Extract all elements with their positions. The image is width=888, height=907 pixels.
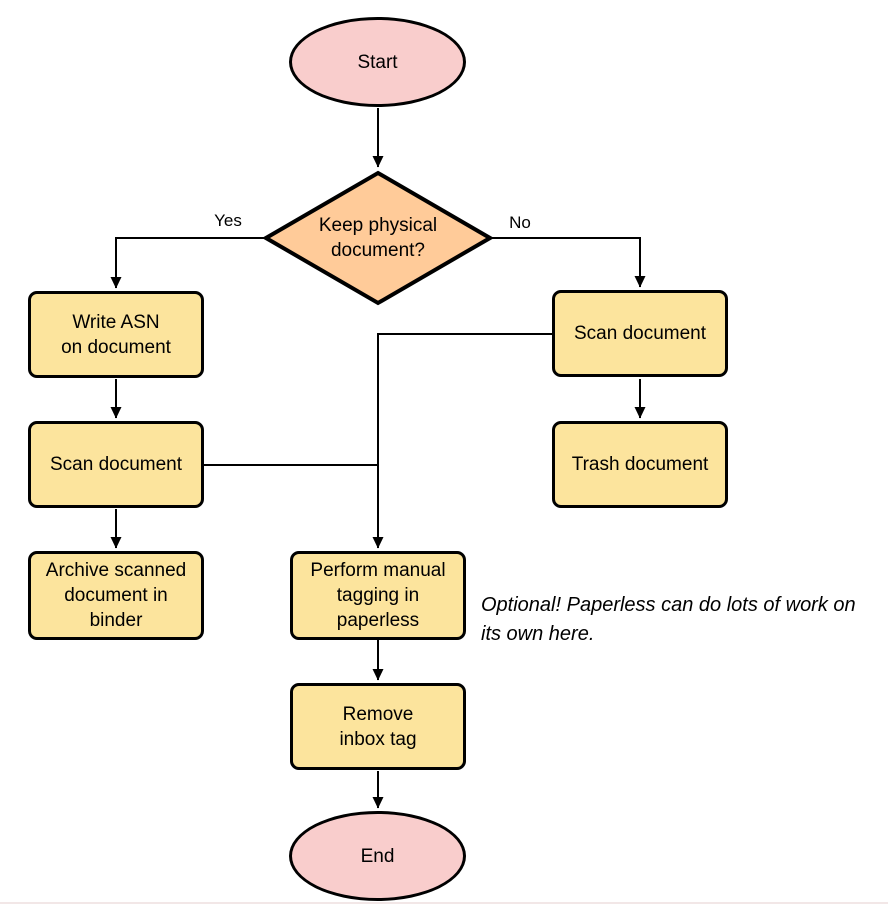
node-manual-tagging: Perform manual tagging in paperless [290, 551, 466, 640]
node-write-asn-label: Write ASN on document [61, 311, 171, 358]
node-trash-document-label: Trash document [571, 454, 709, 475]
node-trash-document: Trash document [552, 421, 728, 508]
node-remove-inbox-tag-label: Remove inbox tag [339, 703, 417, 750]
edge-decision-no-to-scan-right [490, 237, 646, 288]
node-scan-document-right-label: Scan document [573, 323, 707, 344]
node-end-label: End [360, 845, 395, 867]
node-start-label: Start [357, 51, 398, 73]
node-remove-inbox-tag: Remove inbox tag [290, 683, 466, 770]
diamond-shape [263, 170, 493, 306]
node-archive-binder: Archive scanned document in binder [28, 551, 204, 640]
edge-scan-right-to-tagging [372, 333, 552, 549]
node-decision: Keep physical document? [263, 170, 493, 306]
bottom-divider [0, 902, 888, 904]
node-manual-tagging-label: Perform manual tagging in paperless [310, 560, 446, 631]
node-decision-label: Keep physical document? [318, 215, 438, 261]
node-scan-document-right: Scan document [552, 290, 728, 377]
annotation-optional-note: Optional! Paperless can do lots of work … [481, 594, 856, 645]
node-archive-binder-label: Archive scanned document in binder [45, 560, 187, 631]
node-scan-document-left-label: Scan document [49, 454, 183, 475]
node-write-asn: Write ASN on document [28, 291, 204, 378]
diamond-polygon [263, 170, 493, 306]
node-scan-document-left: Scan document [28, 421, 204, 508]
edge-label-yes: Yes [214, 211, 242, 230]
edge-decision-yes-to-write-asn [110, 237, 266, 289]
node-end: End [289, 811, 466, 901]
edge-label-no: No [509, 213, 531, 232]
node-start: Start [289, 17, 466, 107]
